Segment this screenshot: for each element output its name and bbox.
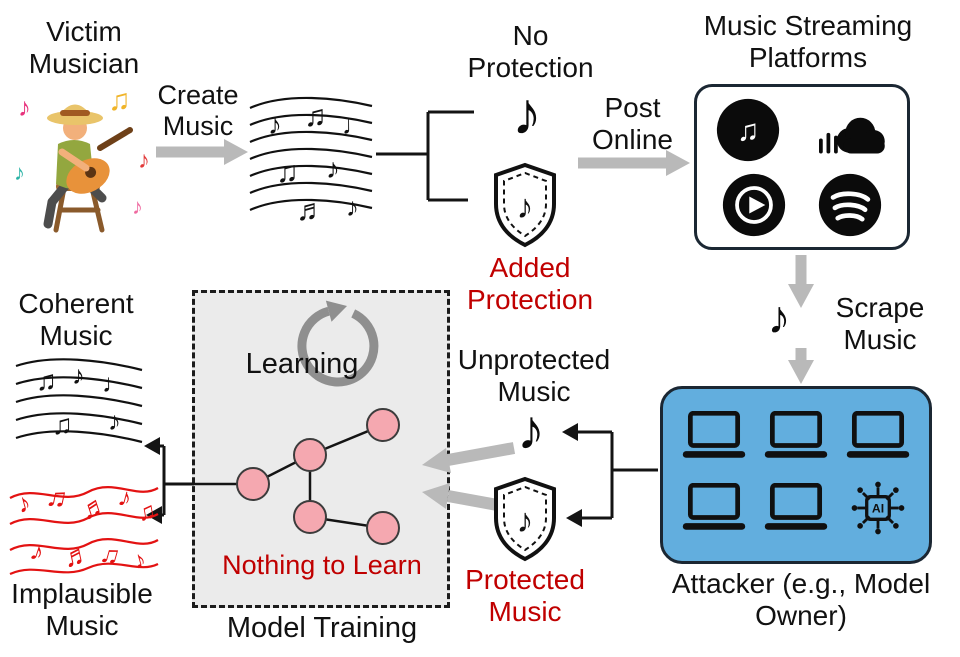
coherent-note-icon: ♫ [36, 365, 57, 396]
play-music-icon [722, 173, 786, 236]
laptop-icon [764, 410, 828, 458]
music-app-note-icon: ♫ [737, 114, 760, 147]
coherent-note-icon: ♪ [72, 360, 85, 390]
scrape-note-icon: ♪ [767, 291, 791, 343]
laptop-icon [846, 410, 910, 458]
laptop-icon [682, 482, 746, 530]
coherent-note-icon: ♫ [52, 409, 73, 440]
no-protection-label: No Protection [467, 20, 594, 83]
added-protection-label: Added Protection [466, 252, 594, 315]
shield-note-icon: ♪ [517, 502, 534, 540]
implausible-note-icon: ♫ [44, 480, 71, 515]
create-music-arrowhead-icon [224, 139, 248, 165]
laptop-icon [682, 410, 746, 458]
coherent-note-icon: ♪ [108, 406, 121, 436]
sheet-note-icon: ♬ [296, 194, 326, 227]
output-fork-connector [158, 444, 194, 517]
spotify-icon [818, 173, 882, 236]
sheet-note-icon: ♪ [268, 109, 282, 140]
model-training-label: Model Training [226, 612, 418, 644]
sheet-note-icon: ♪ [346, 192, 359, 222]
pink-note-small-icon: ♪ [132, 194, 143, 219]
network-node [293, 500, 327, 534]
music-app-icon: ♫ [716, 98, 780, 161]
attacker-label: Attacker (e.g., Model Owner) [671, 568, 931, 631]
neural-network-icon [193, 408, 400, 545]
sheet-music-icon: ♪ ♫ ♩ ♫ ♪ ♬ ♪ [249, 96, 373, 227]
learning-label: Learning [245, 348, 359, 380]
scrape-music-label: Scrape Music [835, 292, 925, 355]
shield-note-icon: ♪ [517, 188, 534, 226]
coherent-music-icon: ♫ ♪ ♩ ♫ ♪ [15, 358, 143, 444]
implausible-note-icon: ♪ [27, 535, 49, 568]
scrape-arrowhead-bottom-icon [788, 360, 814, 384]
sheet-note-icon: ♩ [342, 110, 368, 140]
attacker-fork-connector [576, 430, 658, 520]
implausible-note-icon: ♫ [135, 497, 157, 527]
network-node [293, 438, 327, 472]
sheet-notes: ♪ ♫ ♩ ♫ ♪ ♬ ♪ [268, 100, 368, 227]
sheet-note-icon: ♫ [276, 156, 299, 189]
victim-musician-label: Victim Musician [28, 16, 140, 79]
to-protected-arrowhead-icon [566, 509, 582, 527]
sheet-note-icon: ♪ [326, 153, 340, 184]
protected-music-shield-icon: ♪ [494, 476, 556, 562]
yellow-note-icon: ♫ [108, 84, 131, 117]
unprotected-music-label: Unprotected Music [457, 344, 611, 407]
added-protection-shield-icon: ♪ [494, 162, 556, 248]
teal-note-icon: ♪ [14, 160, 25, 185]
laptop-icon [764, 482, 828, 530]
protected-music-label: Protected Music [465, 564, 585, 627]
ai-chip-label: AI [872, 501, 884, 515]
network-node [366, 511, 400, 545]
ai-chip-icon: AI [851, 481, 905, 534]
platforms-box: ♫ [694, 84, 910, 250]
unprotected-music-note-icon: ♪ [517, 398, 545, 461]
implausible-music-icon: ♪ ♫ ♬ ♪ ♫ ♪ ♬ ♫ ♪ [9, 480, 159, 575]
soundcloud-icon [819, 117, 885, 153]
coherent-music-label: Coherent Music [18, 288, 134, 351]
platforms-label: Music Streaming Platforms [703, 10, 913, 73]
staff-lines [249, 96, 373, 212]
implausible-music-label: Implausible Music [11, 578, 153, 641]
musician-icon: ♪ ♫ ♪ ♪ ♪ [14, 84, 150, 233]
implausible-note-icon: ♪ [130, 546, 149, 575]
no-protection-note-icon: ♪ [512, 80, 542, 147]
red-note-icon: ♪ [138, 147, 150, 174]
create-music-label: Create Music [157, 80, 239, 141]
implausible-note-icon: ♫ [97, 537, 124, 571]
sheet-note-icon: ♫ [304, 100, 327, 133]
implausible-note-icon: ♪ [14, 487, 34, 519]
learning-cycle-icon [297, 300, 379, 387]
implausible-note-icon: ♬ [60, 537, 94, 573]
post-online-label: Post Online [592, 92, 673, 155]
coherent-note-icon: ♩ [102, 368, 128, 398]
protection-fork-connector [376, 110, 474, 202]
attacker-box: AI [660, 386, 932, 564]
network-node [366, 408, 400, 442]
network-node [236, 467, 270, 501]
nothing-to-learn-label: Nothing to Learn [222, 550, 422, 580]
implausible-note-icon: ♪ [115, 481, 135, 513]
pink-note-icon: ♪ [18, 92, 31, 122]
